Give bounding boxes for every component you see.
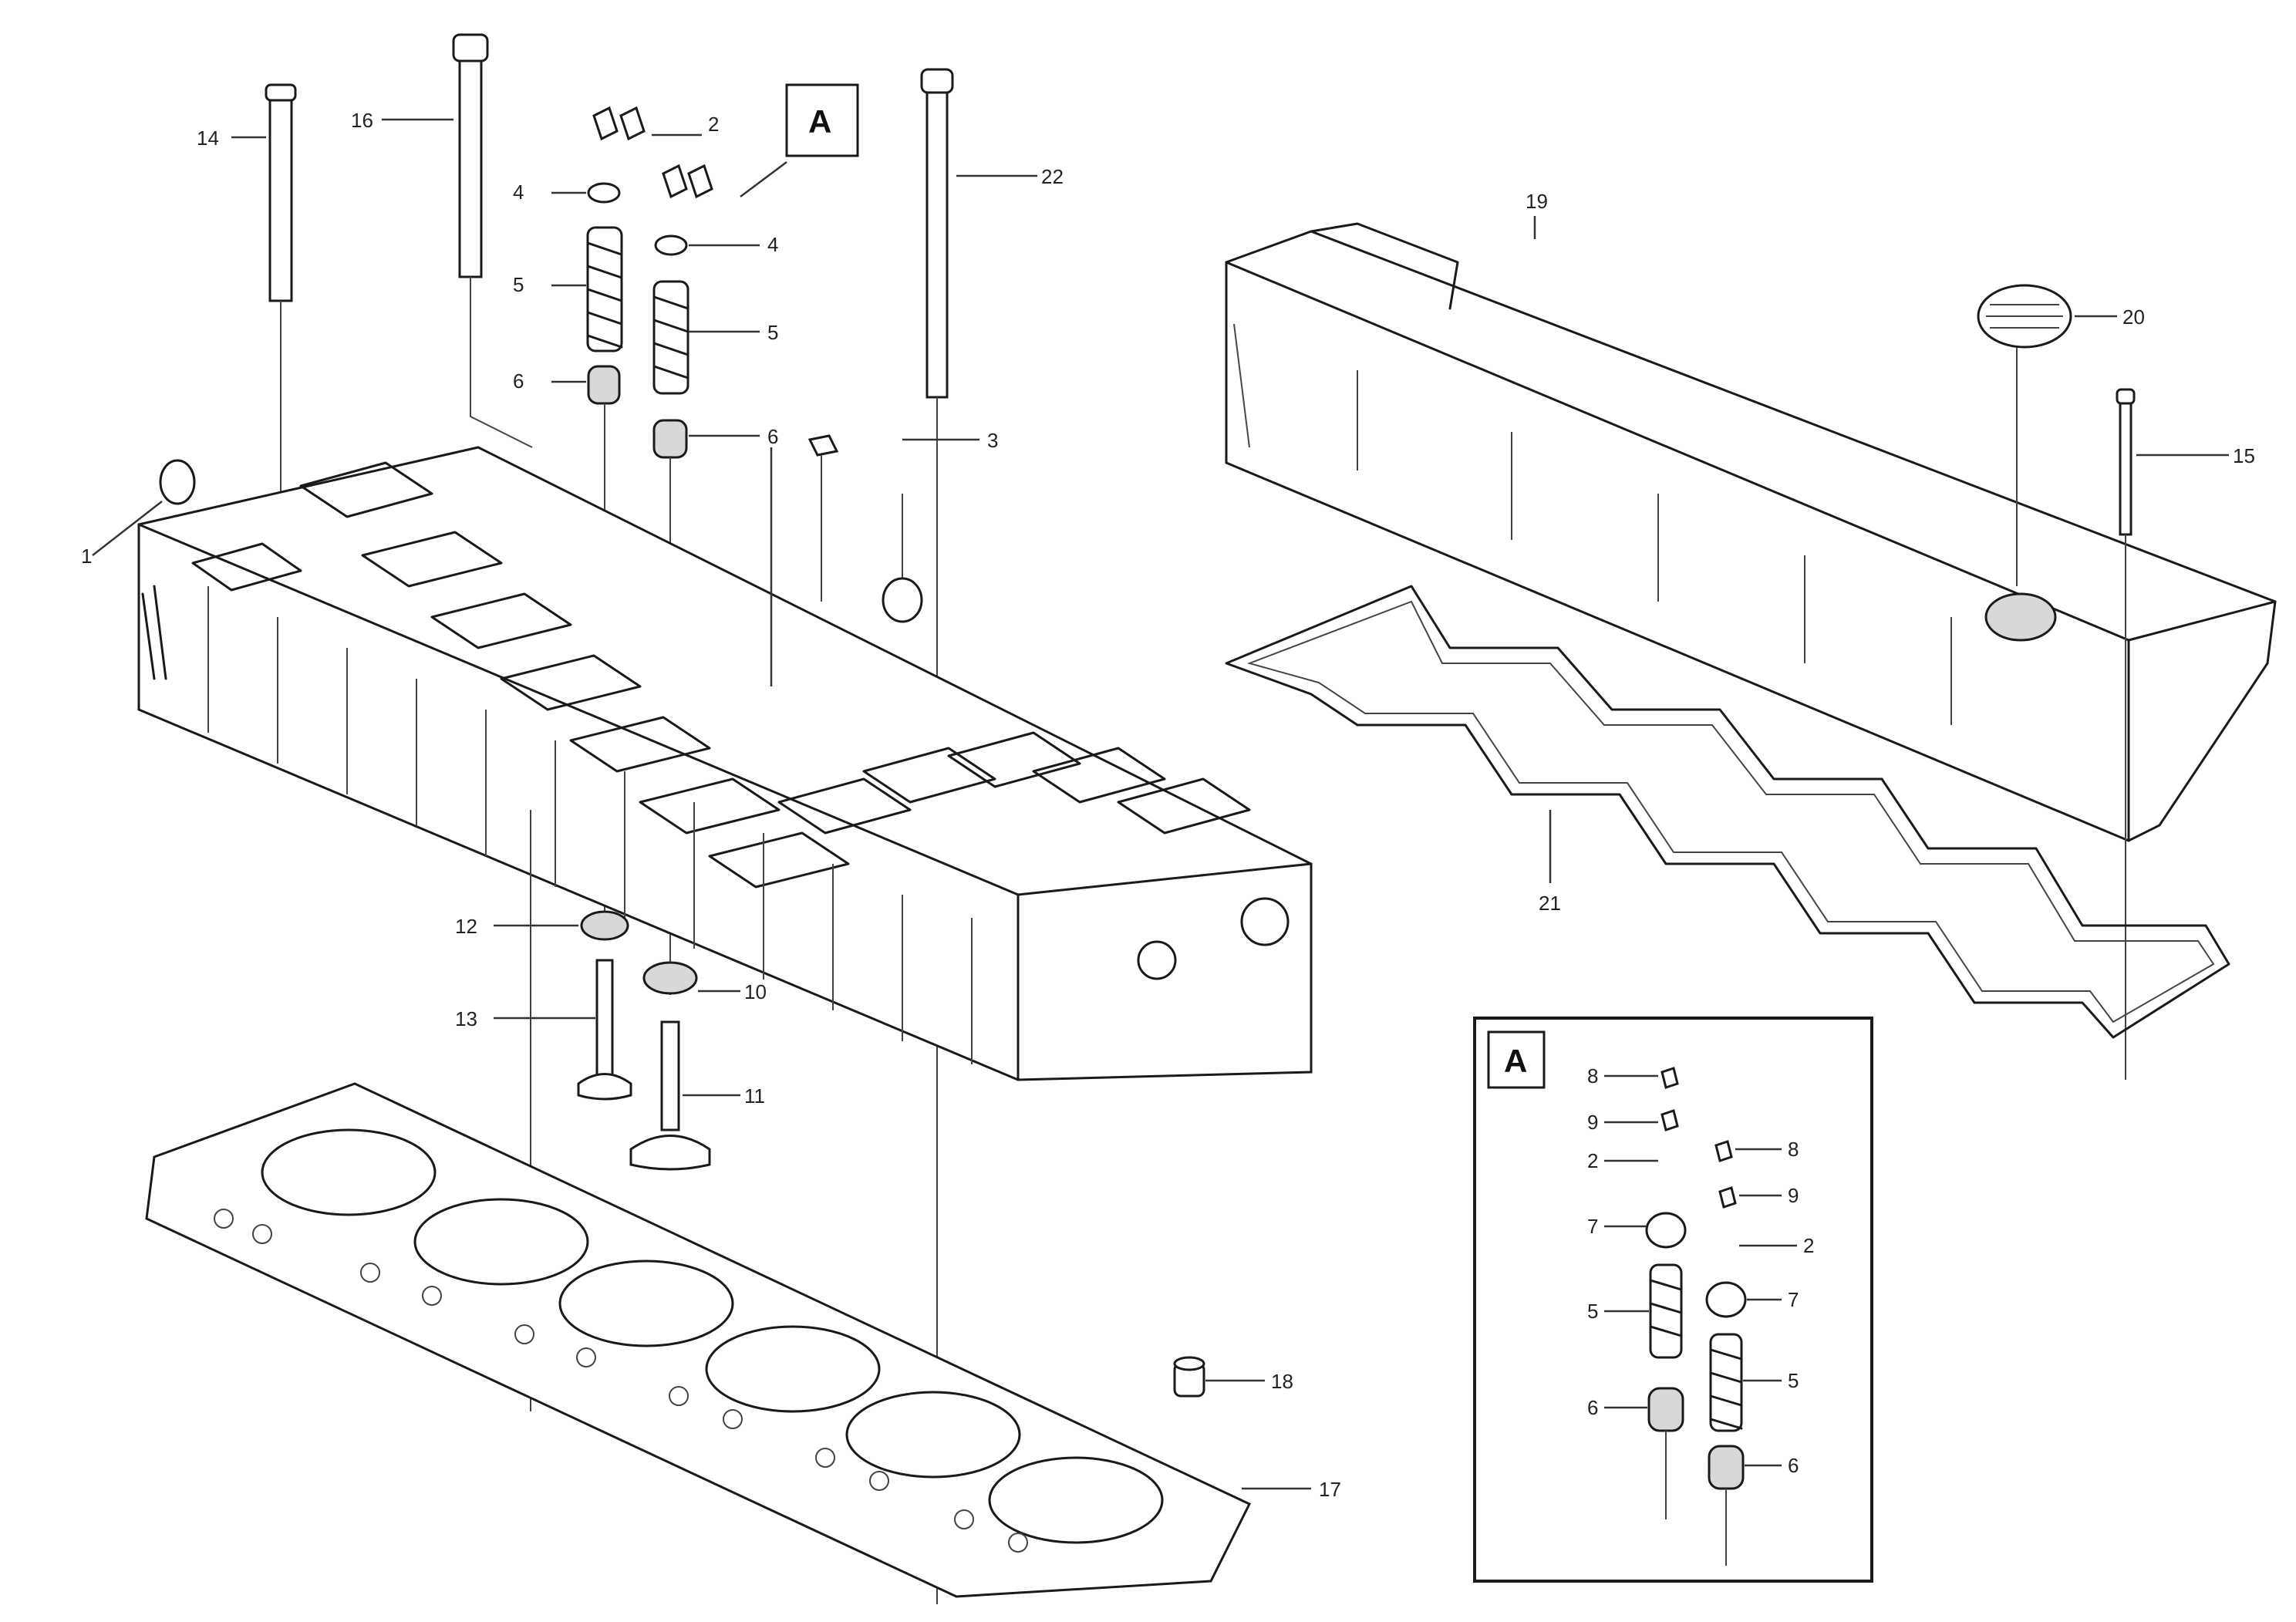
callout-14: 14: [197, 126, 219, 150]
detail-a-label-l4: 7: [1587, 1215, 1598, 1238]
cylinder-head-gasket: [145, 1082, 1252, 1598]
detail-a-label-l2: 9: [1587, 1111, 1598, 1134]
detail-a-callout: A: [785, 83, 859, 157]
callout-2-left: 2: [708, 113, 719, 136]
detail-a-label-r4: 7: [1788, 1288, 1799, 1311]
callout-10: 10: [744, 980, 767, 1003]
callout-15: 15: [2233, 444, 2255, 467]
oil-filler-cap: [1977, 284, 2072, 586]
valve-cover: [1225, 222, 2277, 842]
valve-cover-gasket: [1225, 585, 2230, 1039]
intake-valve-11: [629, 1020, 711, 1171]
detail-a-label-l6: 6: [1587, 1396, 1598, 1419]
detail-a-label-l5: 5: [1587, 1300, 1598, 1323]
callout-16: 16: [351, 109, 373, 132]
callout-20: 20: [2122, 305, 2145, 329]
cylinder-head: [137, 446, 1313, 1081]
callout-4-left: 4: [513, 180, 524, 204]
detail-a-label-r1: 8: [1788, 1138, 1799, 1161]
cylinder-head-bolt-14: [265, 83, 297, 501]
callout-1: 1: [81, 545, 92, 568]
valve-spring-retainers: [587, 182, 688, 256]
detail-a-callout-letter: A: [808, 103, 831, 140]
exhaust-valve-13: [577, 959, 632, 1101]
callout-18: 18: [1271, 1370, 1293, 1393]
callout-6-right: 6: [767, 425, 778, 448]
valve-seal-10: [642, 961, 698, 995]
detail-a-label-r2: 9: [1788, 1184, 1799, 1207]
callout-17: 17: [1319, 1478, 1341, 1501]
detail-a-label-l3: 2: [1587, 1149, 1598, 1172]
callout-5-left: 5: [513, 273, 524, 296]
callout-5-right: 5: [767, 321, 778, 344]
cylinder-head-bolt-16: [452, 33, 533, 448]
detail-a-label-r6: 6: [1788, 1454, 1799, 1477]
detail-a-inset-letter: A: [1504, 1043, 1527, 1079]
callout-13: 13: [455, 1007, 477, 1030]
callout-22: 22: [1041, 165, 1064, 188]
detail-a-label-r5: 5: [1788, 1369, 1799, 1392]
callout-12: 12: [455, 915, 477, 938]
callout-6-left: 6: [513, 369, 524, 393]
callout-21: 21: [1539, 892, 1561, 915]
valve-seal-12: [580, 910, 629, 941]
callout-19: 19: [1526, 190, 1548, 213]
valve-keepers: [592, 106, 713, 199]
detail-a-label-l1: 8: [1587, 1064, 1598, 1088]
injector-sleeve: [807, 434, 923, 623]
valve-springs: [586, 226, 689, 395]
detail-a-inset: A 8 9 2: [1473, 1017, 1873, 1583]
detail-a-label-r3: 2: [1803, 1234, 1814, 1257]
valve-cover-bolt-15: [2116, 388, 2136, 1080]
valve-stem-seals: [587, 365, 688, 459]
callout-4-right: 4: [767, 233, 778, 256]
dowel-pin-18: [1173, 1356, 1205, 1398]
callout-11: 11: [744, 1084, 765, 1108]
callout-3: 3: [987, 429, 998, 452]
